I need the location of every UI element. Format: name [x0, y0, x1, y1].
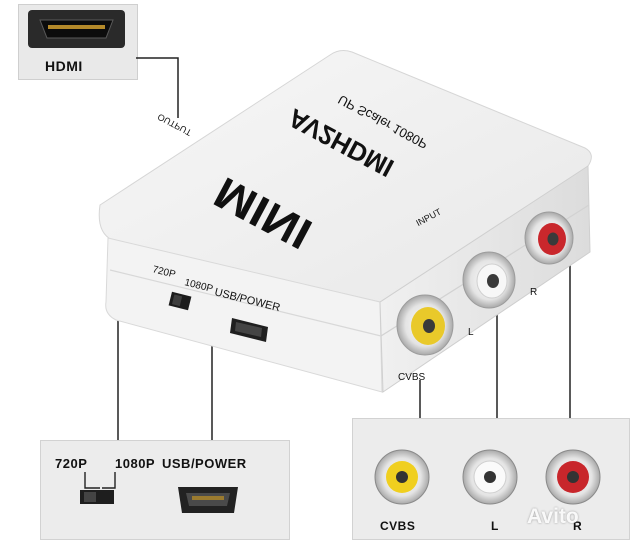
rca-right-jack-icon: [545, 449, 601, 505]
device-rca-left: [462, 251, 516, 309]
rca-cvbs-jack-icon: [374, 449, 430, 505]
device-rca-cvbs: [396, 294, 454, 356]
avito-watermark: Avito: [527, 505, 579, 528]
device-rca-right: [524, 211, 574, 265]
device-port-cvbs: CVBS: [398, 372, 426, 383]
switch-icon: [80, 472, 116, 504]
left-audio-label: L: [491, 519, 499, 533]
switch-1080-label: 1080P: [115, 456, 156, 471]
right-audio-label: R: [573, 519, 583, 533]
switch-720-label: 720P: [55, 456, 88, 471]
hdmi-callout-label: HDMI: [45, 58, 83, 74]
cvbs-label: CVBS: [380, 519, 416, 533]
hdmi-port-icon: [28, 10, 125, 48]
usb-power-label: USB/POWER: [162, 456, 247, 471]
converter-device: [98, 50, 592, 393]
device-port-r: R: [530, 287, 537, 298]
mini-usb-port-icon: [178, 487, 238, 513]
device-port-l: L: [468, 327, 474, 338]
device-output-text: OUTPUT: [156, 112, 194, 138]
rca-left-jack-icon: [462, 449, 518, 505]
